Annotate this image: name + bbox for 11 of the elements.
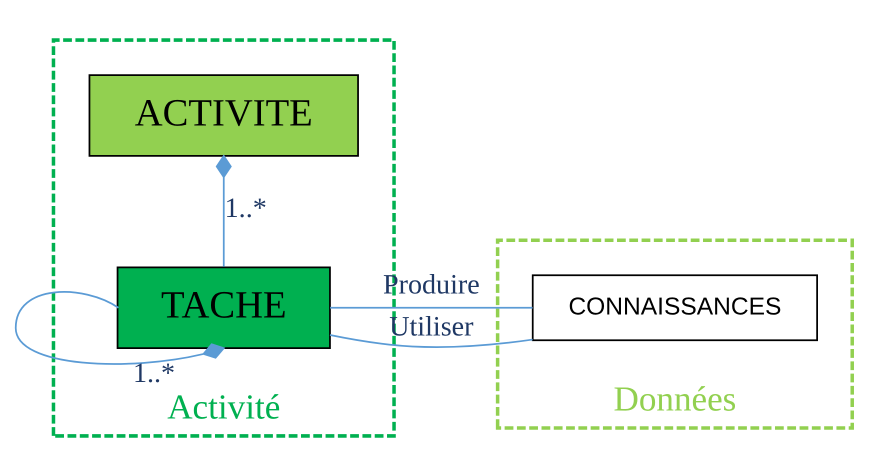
connector [216,154,232,266]
node-box: TACHE [116,266,331,349]
connector [14,290,226,364]
edge-label: Produire [382,268,480,300]
edge-label: 1..* [132,357,176,388]
edge-label: 1..* [224,192,267,224]
node-box: CONNAISSANCES [532,274,818,341]
edge-label: Utiliser [389,311,474,342]
connector [330,306,533,308]
node-box: ACTIVITE [88,74,359,156]
connector [330,334,533,348]
